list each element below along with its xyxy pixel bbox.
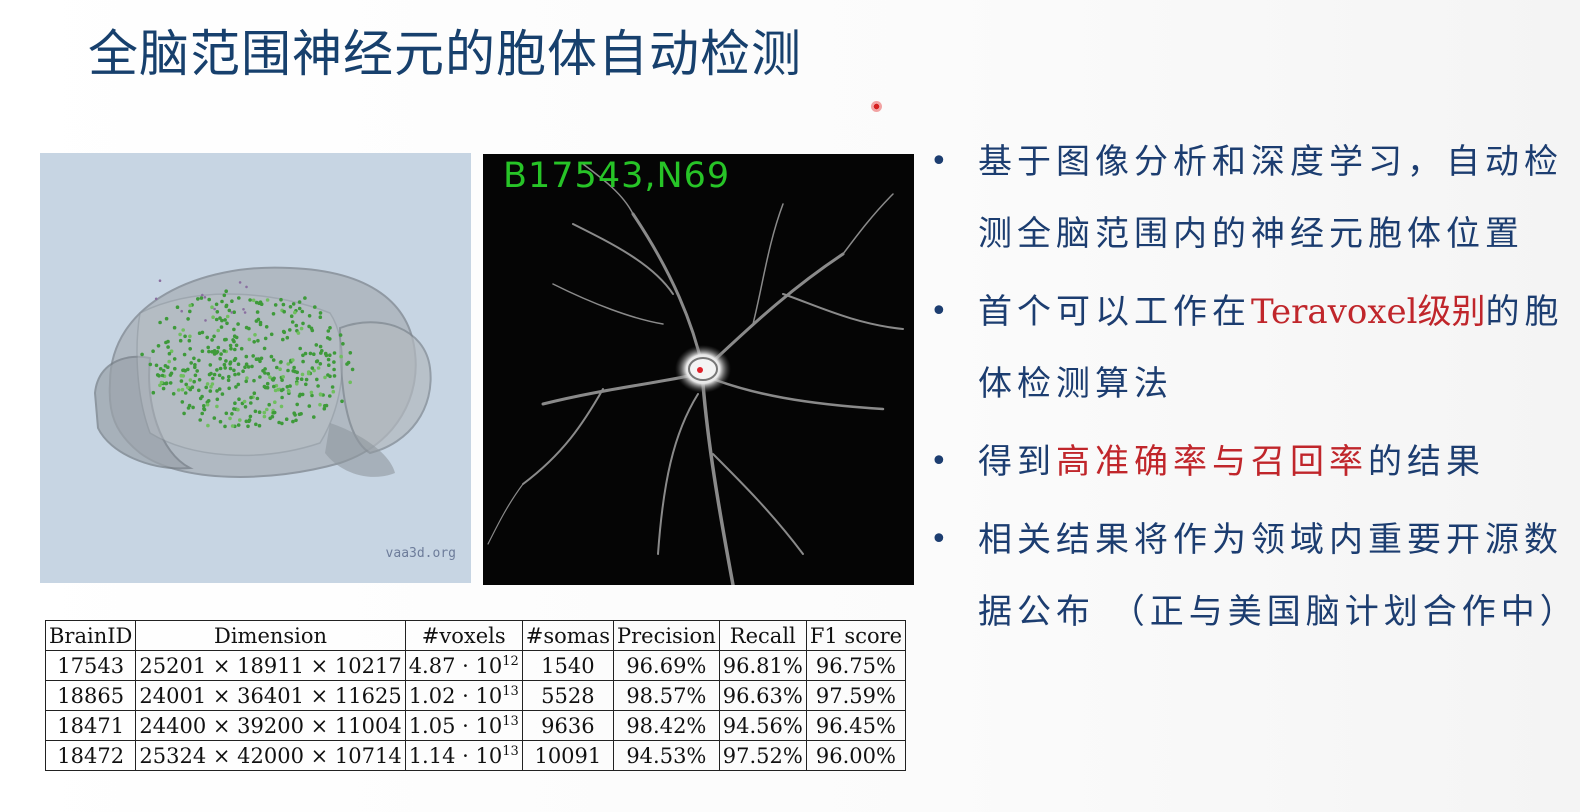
bullet-text-pre: 首个可以工作在 bbox=[978, 292, 1251, 332]
cell-recall: 96.81% bbox=[718, 650, 807, 681]
cell-voxels: 4.87 · 1012 bbox=[404, 650, 523, 681]
header-somas: #somas bbox=[521, 620, 614, 651]
voxels-base: 1.05 · 10 bbox=[408, 713, 503, 738]
bullet-dot: • bbox=[930, 522, 953, 557]
bullet-dot: • bbox=[930, 144, 953, 179]
table-row: 18865 24001 × 36401 × 11625 1.02 · 1013 … bbox=[44, 680, 907, 711]
laser-pointer-dot bbox=[871, 101, 882, 112]
brain-soma-visualization: vaa3d.org bbox=[40, 153, 471, 583]
voxels-base: 1.14 · 10 bbox=[408, 743, 503, 768]
cell-dimension: 25324 × 42000 × 10714 bbox=[135, 740, 406, 771]
header-brainid: BrainID bbox=[44, 620, 137, 651]
voxels-exponent: 13 bbox=[502, 713, 519, 729]
cell-recall: 94.56% bbox=[718, 710, 807, 741]
cell-dimension: 24400 × 39200 × 11004 bbox=[135, 710, 406, 741]
cell-somas: 10091 bbox=[521, 740, 614, 771]
cell-voxels: 1.02 · 1013 bbox=[404, 680, 523, 711]
cell-dimension: 25201 × 18911 × 10217 bbox=[135, 650, 406, 681]
header-f1: F1 score bbox=[805, 620, 907, 651]
cell-voxels: 1.05 · 1013 bbox=[404, 710, 523, 741]
cell-brainid: 17543 bbox=[44, 650, 137, 681]
header-precision: Precision bbox=[612, 620, 720, 651]
cell-precision: 94.53% bbox=[612, 740, 720, 771]
cell-brainid: 18472 bbox=[44, 740, 137, 771]
bullet-text-post: 的结果 bbox=[1368, 442, 1485, 482]
bullet-text: 相关结果将作为领域内重要开源数据公布 （正与美国脑计划合作中） bbox=[978, 520, 1579, 632]
table-row: 18471 24400 × 39200 × 11004 1.05 · 1013 … bbox=[44, 710, 907, 741]
table-header-row: BrainID Dimension #voxels #somas Precisi… bbox=[44, 620, 907, 651]
bullet-item: • 基于图像分析和深度学习，自动检测全脑范围内的神经元胞体位置 bbox=[930, 126, 1570, 270]
soma-points bbox=[140, 279, 355, 429]
cell-voxels: 1.14 · 1013 bbox=[404, 740, 523, 771]
header-voxels: #voxels bbox=[404, 620, 523, 651]
bullet-item: • 首个可以工作在Teravoxel级别的胞体检测算法 bbox=[930, 276, 1570, 420]
cell-brainid: 18865 bbox=[44, 680, 137, 711]
voxels-exponent: 13 bbox=[502, 743, 519, 759]
brain-illustration bbox=[93, 266, 432, 478]
bullet-text: 基于图像分析和深度学习，自动检测全脑范围内的神经元胞体位置 bbox=[978, 142, 1563, 254]
cell-recall: 96.63% bbox=[718, 680, 807, 711]
bullet-text-pre: 得到 bbox=[978, 442, 1056, 482]
cell-f1: 96.00% bbox=[805, 740, 907, 771]
bullet-list: • 基于图像分析和深度学习，自动检测全脑范围内的神经元胞体位置 • 首个可以工作… bbox=[930, 126, 1574, 654]
cell-precision: 98.42% bbox=[612, 710, 720, 741]
cell-f1: 96.75% bbox=[805, 650, 907, 681]
neuron-id-label: B17543,N69 bbox=[503, 156, 731, 196]
header-recall: Recall bbox=[718, 620, 807, 651]
table-row: 17543 25201 × 18911 × 10217 4.87 · 1012 … bbox=[44, 650, 907, 681]
voxels-base: 1.02 · 10 bbox=[408, 683, 503, 708]
results-table: BrainID Dimension #voxels #somas Precisi… bbox=[44, 620, 907, 771]
watermark: vaa3d.org bbox=[385, 546, 456, 561]
cell-precision: 98.57% bbox=[612, 680, 720, 711]
cell-f1: 97.59% bbox=[805, 680, 907, 711]
table-row: 18472 25324 × 42000 × 10714 1.14 · 1013 … bbox=[44, 740, 907, 771]
cell-somas: 1540 bbox=[521, 650, 614, 681]
detected-soma-marker bbox=[697, 367, 703, 373]
bullet-text-post: 的胞体检测算法 bbox=[978, 292, 1564, 404]
bullet-dot: • bbox=[930, 444, 953, 479]
slide-title: 全脑范围神经元的胞体自动检测 bbox=[88, 25, 802, 83]
voxels-exponent: 13 bbox=[502, 683, 519, 699]
bullet-item: • 相关结果将作为领域内重要开源数据公布 （正与美国脑计划合作中） bbox=[930, 504, 1574, 648]
bullet-highlight: Teravoxel级别 bbox=[1251, 292, 1486, 332]
cell-f1: 96.45% bbox=[805, 710, 907, 741]
neuron-illustration bbox=[487, 163, 904, 585]
header-dimension: Dimension bbox=[135, 620, 406, 651]
voxels-base: 4.87 · 10 bbox=[408, 653, 503, 678]
bullet-highlight: 高准确率与召回率 bbox=[1056, 442, 1368, 482]
voxels-exponent: 12 bbox=[502, 653, 519, 669]
cell-brainid: 18471 bbox=[44, 710, 137, 741]
cell-somas: 9636 bbox=[521, 710, 614, 741]
bullet-item: • 得到高准确率与召回率的结果 bbox=[930, 426, 1570, 498]
cell-recall: 97.52% bbox=[718, 740, 807, 771]
neuron-image: B17543,N69 bbox=[483, 154, 914, 585]
cell-precision: 96.69% bbox=[612, 650, 720, 681]
cell-somas: 5528 bbox=[521, 680, 614, 711]
cell-dimension: 24001 × 36401 × 11625 bbox=[135, 680, 406, 711]
bullet-dot: • bbox=[930, 294, 953, 329]
